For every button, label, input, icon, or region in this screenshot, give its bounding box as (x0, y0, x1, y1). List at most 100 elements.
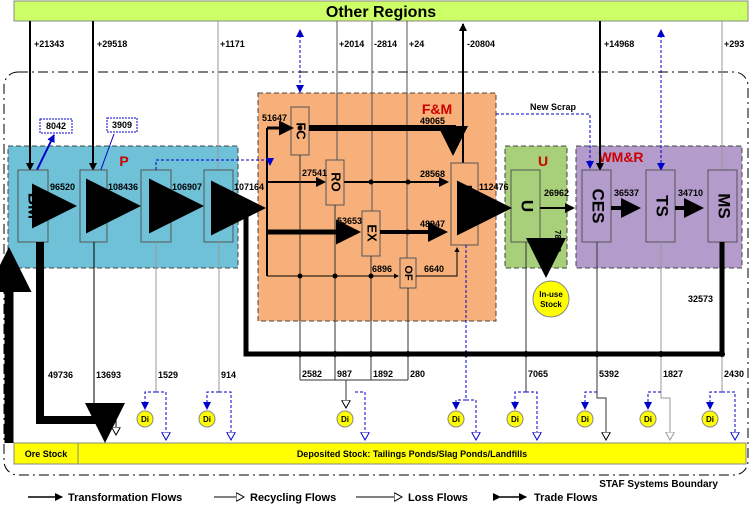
trade-ic: +1171 (220, 39, 245, 49)
process-mau: MAU (457, 185, 476, 224)
process-ms: MS (715, 193, 734, 219)
svg-text:914: 914 (221, 370, 236, 380)
svg-text:78389: 78389 (553, 230, 562, 253)
process-fc: FC (294, 122, 309, 140)
process-of: OF (402, 265, 414, 281)
svg-text:Di: Di (452, 415, 460, 424)
svg-text:1529: 1529 (158, 370, 178, 380)
svg-text:987: 987 (337, 369, 352, 379)
svg-text:Di: Di (341, 415, 349, 424)
flow-labels: 96520 108436 106907 107164 51647 49065 2… (4, 113, 713, 360)
di-1 (136, 410, 154, 428)
ar-export-arrow (99, 133, 115, 173)
process-ic: IC (211, 198, 230, 215)
process-ces: CES (589, 189, 608, 224)
ar-export-box (106, 117, 138, 133)
svg-text:Di: Di (511, 415, 519, 424)
svg-text:51647: 51647 (262, 113, 287, 123)
other-regions-bar (13, 0, 749, 22)
bm-export-box (39, 118, 73, 134)
svg-text:1892: 1892 (373, 369, 393, 379)
svg-text:27541: 27541 (302, 168, 327, 178)
transformation-flows (0, 120, 725, 443)
svg-text:13693: 13693 (96, 370, 121, 380)
svg-text:280: 280 (410, 369, 425, 379)
junction-dots (297, 125, 725, 357)
di-2 (198, 410, 216, 428)
svg-text:28568: 28568 (420, 169, 445, 179)
trade-mau: -20804 (467, 39, 495, 49)
svg-text:Di: Di (141, 415, 149, 424)
region-fm-label: F&M (422, 101, 452, 117)
di-4 (447, 410, 465, 428)
svg-text:36537: 36537 (614, 188, 639, 198)
in-use-stock-line2: Stock (540, 300, 562, 309)
trade-ar: +29518 (97, 39, 127, 49)
svg-text:Di: Di (644, 415, 652, 424)
new-scrap-label: New Scrap (530, 102, 577, 112)
svg-text:6640: 6640 (424, 264, 444, 274)
other-regions-title: Other Regions (326, 4, 436, 21)
svg-text:Di: Di (203, 415, 211, 424)
loss-labels: 49736 13693 1529 914 2582 987 1892 280 7… (48, 369, 744, 380)
boundary-label: STAF Systems Boundary (599, 479, 718, 490)
process-ts: TS (653, 195, 672, 217)
process-ex: EX (365, 224, 380, 242)
process-ro: RO (329, 172, 344, 192)
svg-text:2430: 2430 (724, 369, 744, 379)
region-p-label: P (119, 153, 128, 169)
pas-recycle-flow (155, 158, 274, 170)
di-5 (506, 410, 524, 428)
svg-text:49065: 49065 (420, 116, 445, 126)
di-3 (336, 410, 354, 428)
svg-text:132954: 132954 (4, 330, 14, 360)
region-wmr-label: WM&R (598, 149, 643, 165)
trade-ro: +2014 (339, 39, 364, 49)
bm-export-arrow (35, 134, 55, 173)
di-7 (639, 410, 657, 428)
legend: Transformation Flows Recycling Flows Los… (28, 492, 598, 504)
trade-ms: +293 (724, 39, 744, 49)
svg-text:48947: 48947 (420, 219, 445, 229)
process-u: U (518, 200, 537, 212)
deposited-stock-box (77, 442, 747, 465)
legend-loss: Loss Flows (408, 492, 468, 504)
trade-ex: -2814 (374, 39, 397, 49)
in-use-stock-circle (532, 280, 570, 318)
di-6 (576, 410, 594, 428)
svg-text:112476: 112476 (479, 182, 509, 192)
svg-text:49736: 49736 (48, 370, 73, 380)
svg-text:7065: 7065 (528, 369, 548, 379)
process-bm: BM (25, 193, 44, 219)
dissipation-group: Di Di Di Di Di Di Di Di (136, 391, 735, 440)
process-ar: AR (86, 194, 105, 219)
loss-flow-lines (93, 155, 723, 440)
trade-bm: +21343 (34, 39, 64, 49)
ore-stock-label: Ore Stock (25, 449, 69, 459)
svg-text:Di: Di (706, 415, 714, 424)
svg-text:6896: 6896 (372, 264, 392, 274)
in-use-stock-line1: In-use (539, 290, 563, 299)
di-8 (701, 410, 719, 428)
svg-text:107164: 107164 (234, 182, 264, 192)
svg-text:96520: 96520 (50, 182, 75, 192)
legend-recycling: Recycling Flows (250, 492, 336, 504)
svg-text:53653: 53653 (337, 216, 362, 226)
deposited-stock-label: Deposited Stock: Tailings Ponds/Slag Pon… (297, 449, 527, 459)
bm-export-value: 8042 (46, 121, 66, 131)
svg-text:34710: 34710 (678, 188, 703, 198)
trade-of: +24 (409, 39, 424, 49)
new-scrap-flow (496, 113, 594, 169)
svg-text:26962: 26962 (544, 188, 569, 198)
svg-text:32573: 32573 (688, 294, 713, 304)
svg-text:106907: 106907 (172, 182, 202, 192)
legend-transformation: Transformation Flows (68, 492, 182, 504)
process-pas: PAS (148, 189, 167, 223)
legend-trade: Trade Flows (534, 492, 598, 504)
svg-text:5392: 5392 (599, 369, 619, 379)
svg-text:108436: 108436 (108, 182, 138, 192)
svg-text:1827: 1827 (663, 369, 683, 379)
svg-text:2582: 2582 (302, 369, 322, 379)
